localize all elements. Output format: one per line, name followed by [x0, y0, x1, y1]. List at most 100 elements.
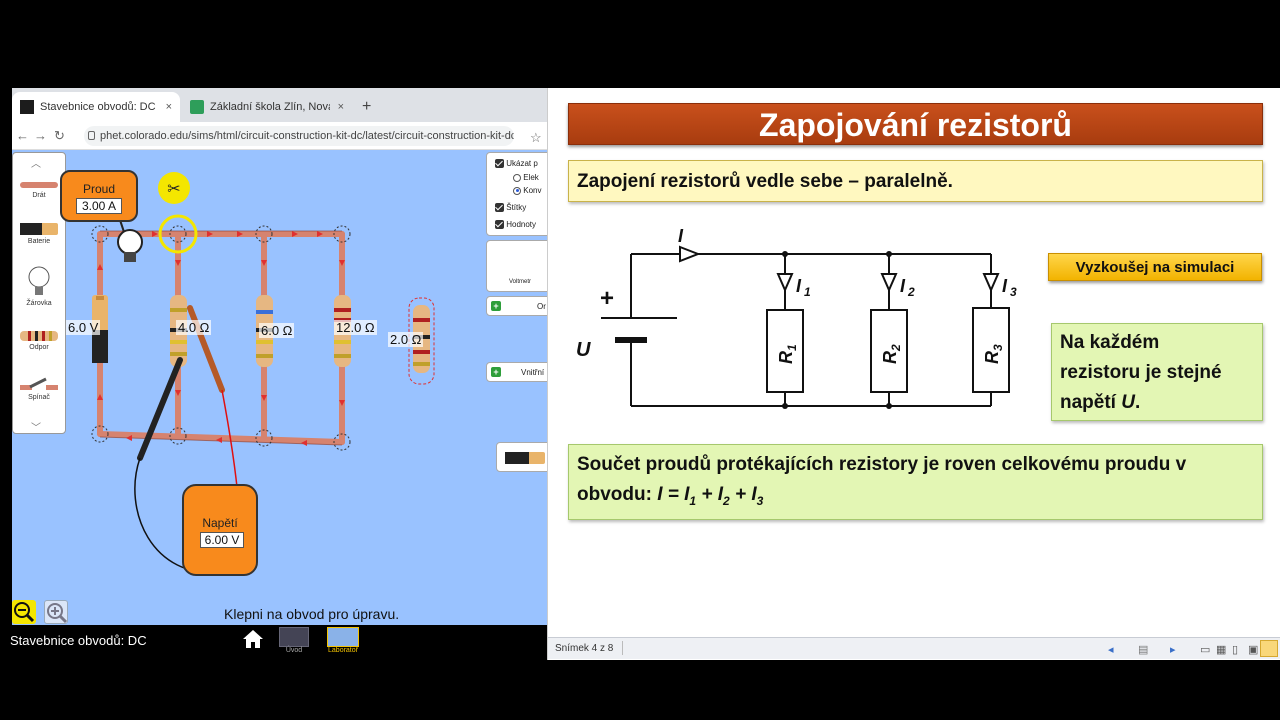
toolbox-item-bulb[interactable]: Žárovka	[13, 265, 65, 307]
slide-title: Zapojování rezistorů	[568, 103, 1263, 145]
toolbox-label: Baterie	[27, 238, 51, 245]
battery-icon	[20, 223, 58, 235]
browser-window: Stavebnice obvodů: DC × Základní škola Z…	[12, 88, 547, 658]
wires[interactable]	[97, 231, 345, 445]
labels-option[interactable]: Štítky	[495, 203, 526, 213]
r2-resistance-label: 6.0 Ω	[259, 323, 295, 338]
resistor-sub: 3	[991, 344, 1005, 351]
branch-current-sub: 2	[907, 285, 915, 299]
chevron-down-icon[interactable]: ﹀	[31, 423, 41, 434]
previous-slide-icon[interactable]: ◂	[1108, 644, 1114, 656]
battery-resistance-tool[interactable]	[496, 442, 547, 472]
presentation-slide: Zapojování rezistorů Zapojení rezistorů …	[547, 88, 1280, 660]
sim-navigation-bar: Stavebnice obvodů: DC Úvod Laboratoř	[0, 625, 547, 660]
divider	[622, 641, 623, 655]
electrons-option[interactable]: Elek	[513, 173, 539, 182]
simulation-canvas[interactable]: ✂ ︿ Drát Baterie	[12, 150, 547, 658]
selected-junction-ring[interactable]	[158, 214, 198, 254]
note-variable: U	[1121, 392, 1135, 413]
voltmeter-tool-label: Voltmetr	[509, 279, 532, 285]
resistor-r1-symbol	[766, 309, 804, 393]
show-current-option[interactable]: Ukázat p	[495, 159, 538, 169]
slide-sorter-icon[interactable]: ▦	[1216, 644, 1227, 656]
checkbox-checked[interactable]	[495, 159, 504, 169]
try-simulation-button[interactable]: Vyzkoušej na simulaci	[1048, 253, 1262, 281]
radio-button-selected[interactable]	[513, 186, 521, 195]
circuit-diagram[interactable]: ✂	[12, 150, 547, 658]
screen-intro-button[interactable]: Úvod	[278, 627, 310, 654]
notes-icon[interactable]: ▤	[1138, 644, 1149, 656]
slide-subtitle-box: Zapojení rezistorů vedle sebe – paraleln…	[568, 160, 1263, 202]
junctions[interactable]	[91, 225, 351, 451]
bookmark-star-icon[interactable]: ☆	[530, 130, 542, 145]
internal-resistance-panel[interactable]: + Vnitřní	[486, 362, 547, 382]
tab-bar: Stavebnice obvodů: DC × Základní škola Z…	[12, 88, 547, 122]
tab-title: Základní škola Zlín, Nová cesta 2...	[210, 101, 330, 113]
branch-current-label: I	[1002, 276, 1008, 296]
note-line: napětí U.	[1060, 388, 1254, 418]
screen-lab-button[interactable]: Laboratoř	[324, 627, 362, 654]
conventional-option[interactable]: Konv	[513, 186, 541, 195]
address-bar: ← → ↻ phet.colorado.edu/sims/html/circui…	[12, 122, 547, 150]
phet-favicon-icon	[20, 100, 34, 114]
presentation-status-bar: Snímek 4 z 8 ◂ ▤ ▸ ▭ ▦ ▯ ▣	[548, 637, 1280, 659]
chevron-up-icon[interactable]: ︿	[31, 159, 41, 170]
tab-circuit-sim[interactable]: Stavebnice obvodů: DC ×	[12, 92, 180, 122]
forward-icon[interactable]: →	[34, 128, 47, 143]
radio-button[interactable]	[513, 173, 521, 182]
ammeter-tool[interactable]: + Or	[486, 296, 547, 316]
slide-counter: Snímek 4 z 8	[555, 643, 614, 654]
home-icon[interactable]	[242, 629, 264, 649]
normal-view-icon[interactable]: ▭	[1200, 644, 1211, 656]
r3-resistance-label: 12.0 Ω	[334, 320, 377, 335]
toolbox-label: Spínač	[28, 394, 50, 401]
toolbox-item-resistor[interactable]: Odpor	[13, 331, 65, 351]
active-view-button[interactable]	[1260, 640, 1278, 657]
url-field[interactable]: phet.colorado.edu/sims/html/circuit-cons…	[84, 126, 514, 146]
new-tab-button[interactable]: +	[362, 98, 372, 115]
toolbox-item-wire[interactable]: Drát	[13, 181, 65, 199]
toolbox-item-battery[interactable]: Baterie	[13, 223, 65, 245]
toolbox-item-switch[interactable]: Spínač	[13, 377, 65, 401]
wire-icon	[20, 182, 58, 188]
bulb-icon	[28, 266, 50, 295]
option-label: Ukázat p	[506, 159, 538, 168]
ammeter[interactable]: Proud 3.00 A	[60, 170, 138, 222]
next-slide-icon[interactable]: ▸	[1170, 644, 1176, 656]
zoom-out-button[interactable]	[12, 600, 36, 624]
voltmeter-tool[interactable]: Voltmetr	[486, 240, 547, 292]
zoom-in-icon	[47, 603, 68, 624]
back-icon[interactable]: ←	[16, 128, 29, 143]
slideshow-view-icon[interactable]: ▣	[1248, 644, 1259, 656]
current-sum-box: Součet proudů protékajících rezistory je…	[568, 444, 1263, 520]
values-option[interactable]: Hodnoty	[495, 220, 537, 230]
zoom-in-button[interactable]	[44, 600, 68, 624]
tab-school[interactable]: Základní škola Zlín, Nová cesta 2... ×	[182, 92, 352, 122]
close-icon[interactable]: ×	[165, 101, 172, 113]
resistor-sub: 2	[889, 344, 903, 352]
svg-text:✂: ✂	[167, 179, 180, 198]
ammeter-label: Proud	[82, 182, 116, 196]
parallel-circuit-diagram: I + U I 1 I 2 I 3 R 1 R 2	[576, 226, 1017, 409]
toolbox-label: Žárovka	[26, 300, 52, 307]
battery-voltage-label: 6.0 V	[66, 320, 101, 335]
display-options-panel: Ukázat p Elek Konv Štítky Hodnoty	[486, 152, 547, 236]
checkbox-checked[interactable]	[495, 220, 504, 230]
cut-button[interactable]: ✂	[158, 172, 190, 204]
switch-icon	[20, 377, 58, 390]
resistor-label: R	[776, 351, 796, 364]
intro-thumbnail-icon	[279, 627, 309, 647]
note-line: Na každém	[1060, 332, 1160, 353]
lab-thumbnail-icon	[327, 627, 359, 647]
expand-plus-icon[interactable]: +	[491, 367, 501, 377]
component-toolbox: ︿ Drát Baterie Žárovka Odpor	[12, 152, 66, 434]
reload-icon[interactable]: ↻	[54, 128, 65, 143]
checkbox-checked[interactable]	[495, 203, 504, 213]
expand-plus-icon[interactable]: +	[491, 301, 501, 311]
close-icon[interactable]: ×	[337, 101, 344, 113]
plus-sign: +	[600, 285, 614, 312]
reading-view-icon[interactable]: ▯	[1232, 644, 1239, 656]
option-label: Hodnoty	[506, 220, 537, 229]
voltmeter[interactable]: Napětí 6.00 V	[182, 484, 258, 576]
resistor-icon	[20, 331, 58, 341]
